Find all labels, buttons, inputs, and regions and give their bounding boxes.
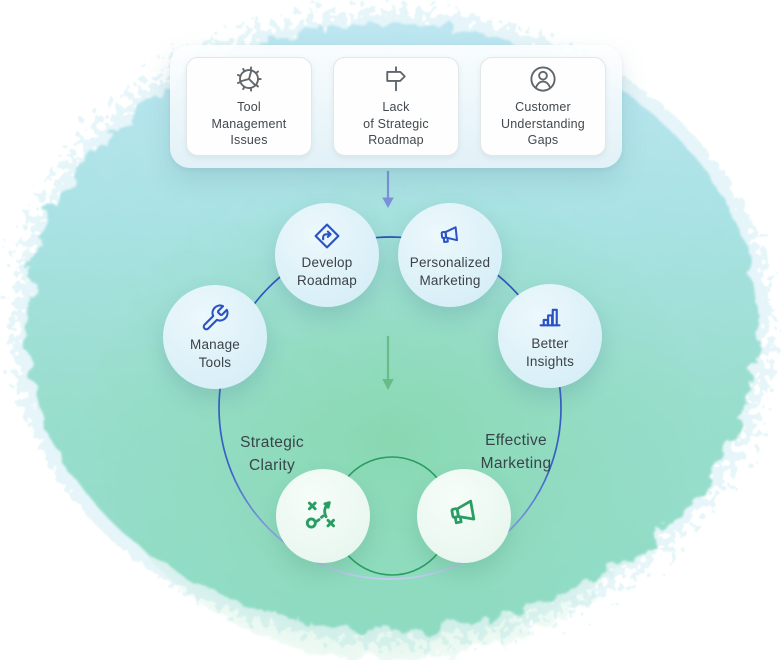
arrow-down-solutions-to-outcomes (382, 336, 394, 390)
problem-card-label: Lack of Strategic Roadmap (363, 100, 429, 148)
solution-node-label: Manage Tools (190, 336, 240, 370)
solution-node-label: Personalized Marketing (409, 254, 491, 288)
signpost-icon (381, 64, 411, 94)
gear-icon (234, 64, 264, 94)
outcome-circle-marketing (417, 469, 511, 563)
solution-node-develop-roadmap: Develop Roadmap (275, 203, 379, 307)
solution-node-label: Better Insights (525, 335, 575, 369)
user-circle-icon (528, 64, 558, 94)
wrench-icon (200, 303, 230, 333)
problem-card-customer-gaps: Customer Understanding Gaps (480, 57, 606, 156)
problem-card-label: Tool Management Issues (211, 100, 287, 148)
problem-card-strategic-roadmap: Lack of Strategic Roadmap (333, 57, 459, 156)
strategy-tactics-icon (300, 491, 346, 542)
arrow-down-problems-to-solutions (382, 171, 394, 208)
bar-chart-icon (535, 302, 565, 332)
solution-node-label: Develop Roadmap (297, 254, 357, 288)
outcome-circle-strategy (276, 469, 370, 563)
outcome-label-strategic-clarity: Strategic Clarity (240, 434, 304, 474)
megaphone-icon (435, 221, 465, 251)
solution-node-personalized-marketing: Personalized Marketing (398, 203, 502, 307)
problem-card-tool-management: Tool Management Issues (186, 57, 312, 156)
solution-node-better-insights: Better Insights (498, 284, 602, 388)
problem-card-label: Customer Understanding Gaps (501, 100, 585, 148)
outcome-label-effective-marketing: Effective Marketing (480, 432, 552, 472)
directions-diamond-icon (312, 221, 342, 251)
megaphone-outline-icon (442, 492, 486, 541)
solution-node-manage-tools: Manage Tools (163, 285, 267, 389)
solutions-ring (218, 236, 562, 580)
problems-panel: Tool Management Issues Lack of Strategic… (170, 45, 622, 168)
